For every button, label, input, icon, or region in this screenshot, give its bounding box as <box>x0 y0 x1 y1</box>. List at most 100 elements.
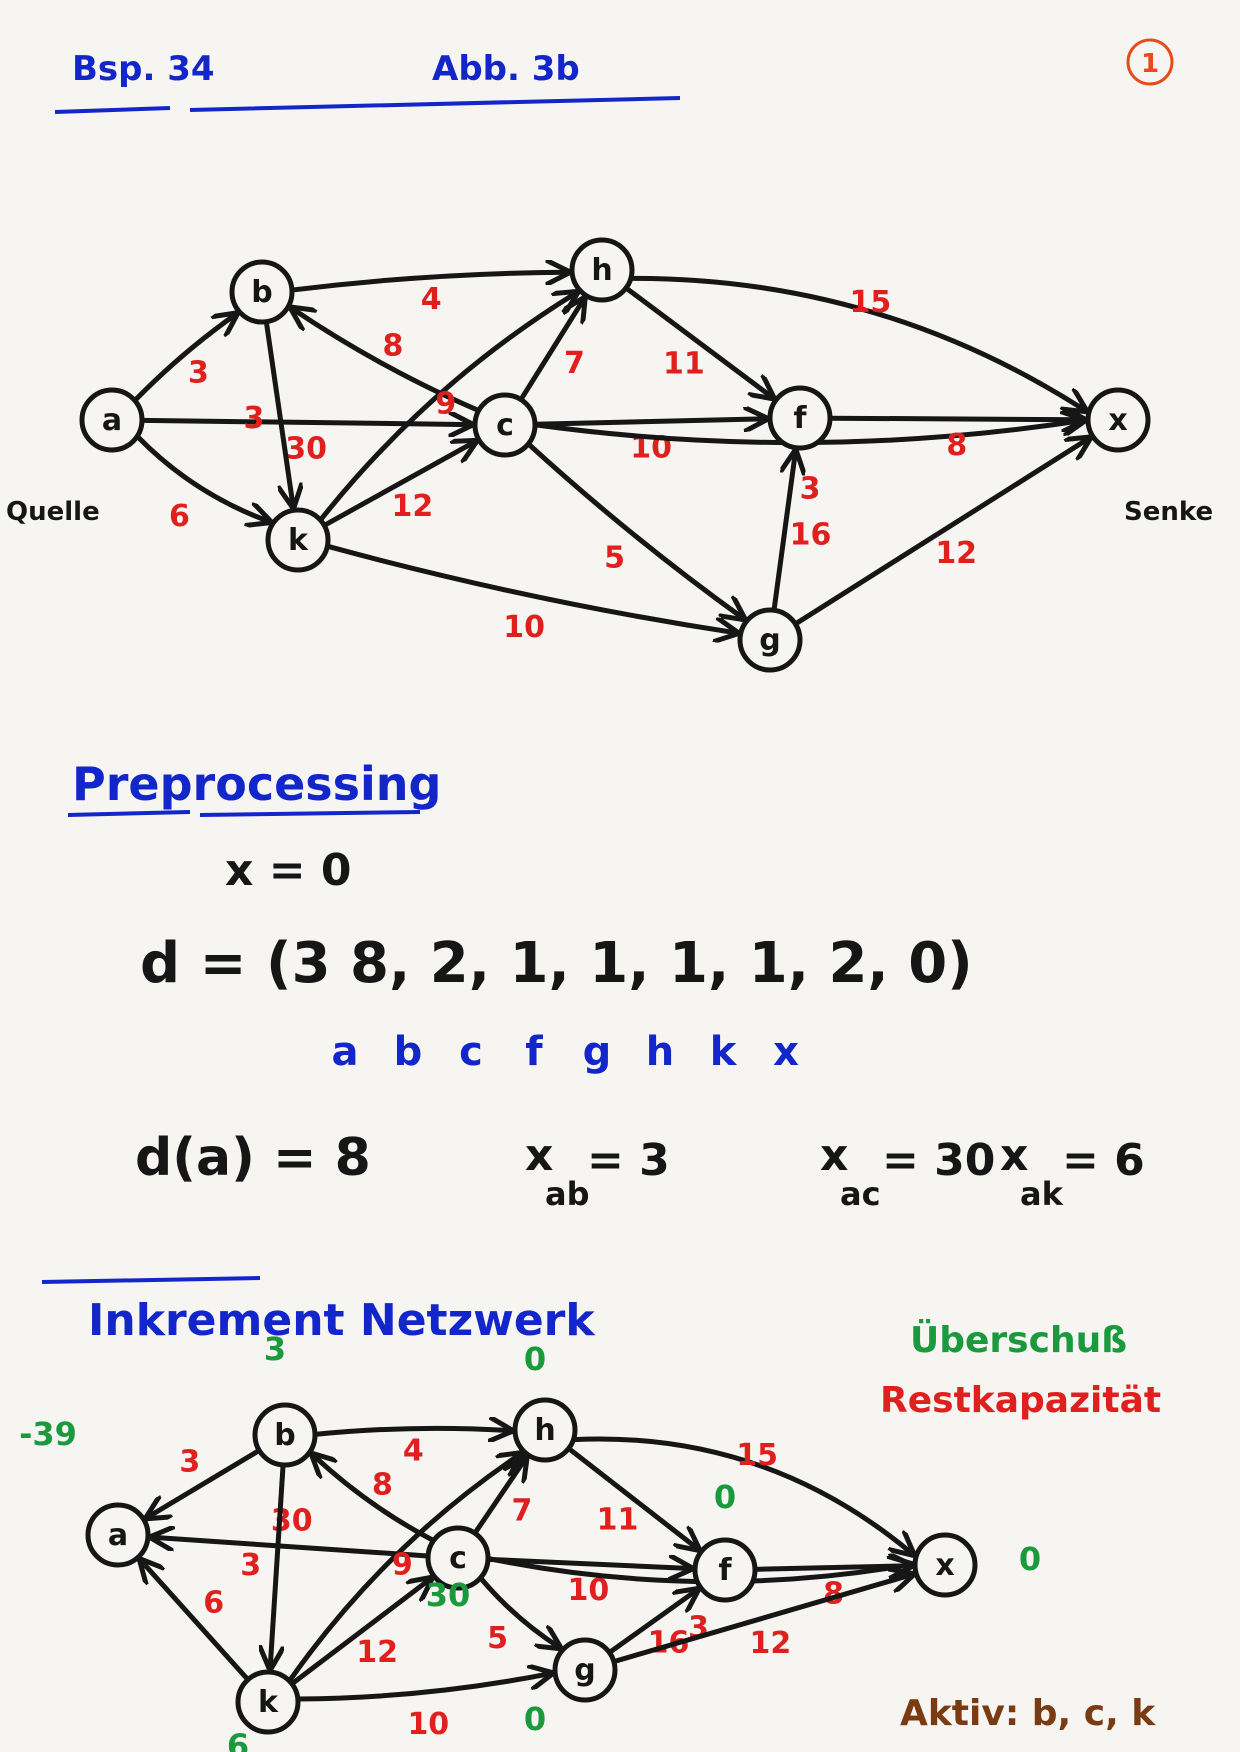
g2-node-x: x <box>935 1548 954 1583</box>
g2-edge-h-x <box>570 1436 912 1554</box>
excess-c: 30 <box>426 1576 471 1614</box>
g2-edge-k-c <box>289 1579 431 1687</box>
g1-node-g: g <box>759 623 780 658</box>
distance-label-b: b <box>394 1029 423 1075</box>
g2-capacity-b-a: 3 <box>179 1445 200 1480</box>
g2-node-g: g <box>574 1653 595 1688</box>
g2-capacity-b-h: 4 <box>403 1434 424 1469</box>
g1-edge-h-f <box>623 285 773 398</box>
source-distance: d(a) = 8 <box>135 1128 371 1188</box>
g2-node-b: b <box>274 1418 295 1453</box>
g1-edge-a-c <box>139 420 471 424</box>
distance-label-c: c <box>459 1029 483 1075</box>
g1-edge-k-h <box>317 293 576 523</box>
g1-edge-f-x <box>827 418 1084 420</box>
g1-edge-k-g <box>324 543 736 633</box>
excess-b: 3 <box>264 1330 286 1368</box>
g2-node-a: a <box>108 1518 128 1553</box>
g1-edge-c-f <box>532 419 766 424</box>
g1-capacity-g-x: 12 <box>935 536 977 571</box>
flow-sub-ak: ak <box>1020 1175 1064 1213</box>
g1-capacity-c-b: 8 <box>382 328 403 363</box>
g1-capacity-k-g: 10 <box>503 610 545 645</box>
distance-vector: d = (3 8, 2, 1, 1, 1, 1, 2, 0) <box>140 931 973 996</box>
g1-capacity-b-h: 4 <box>421 282 442 317</box>
g2-edge-k-h <box>286 1454 520 1684</box>
distance-label-g: g <box>583 1029 612 1075</box>
excess-g: 0 <box>524 1700 546 1738</box>
g2-capacity-h-x: 15 <box>736 1438 778 1473</box>
g1-capacity-h-x: 15 <box>849 285 891 320</box>
g2-capacity-f-x: 8 <box>823 1577 844 1612</box>
example-number: Bsp. 34 <box>72 49 215 89</box>
g2-capacity-c-h: 7 <box>511 1493 532 1528</box>
g1-edge-c-b <box>292 308 482 414</box>
g1-edge-k-c <box>321 442 475 528</box>
preprocessing-underline <box>67 810 421 817</box>
g1-node-x: x <box>1108 403 1127 438</box>
legend-excess: Überschuß <box>910 1319 1127 1361</box>
active-nodes: Aktiv: b, c, k <box>900 1693 1156 1734</box>
g2-node-a-circle <box>85 1502 151 1568</box>
g1-node-b-circle <box>229 259 295 325</box>
g1-capacity-c-h: 7 <box>564 346 585 381</box>
g1-capacity-a-k: 6 <box>169 499 190 534</box>
g2-capacity-b-k: 3 <box>240 1548 261 1583</box>
g1-edge-a-k <box>134 433 269 521</box>
g1-capacity-b-k: 3 <box>244 401 265 436</box>
g2-edge-c-f <box>485 1559 691 1568</box>
flow-var-ab: x <box>525 1130 553 1181</box>
distance-label-x: x <box>773 1029 799 1075</box>
g1-capacity-h-f: 11 <box>663 347 705 382</box>
legend-residual: Restkapazität <box>880 1380 1161 1421</box>
g1-capacity-a-b: 3 <box>188 356 209 391</box>
g1-node-a: a <box>102 403 122 438</box>
source-label: Quelle <box>6 497 100 527</box>
flow-sub-ac: ac <box>840 1175 881 1213</box>
g1-node-a-circle <box>79 387 145 453</box>
distance-label-a: a <box>332 1029 359 1075</box>
g2-capacity-k-a: 6 <box>203 1586 224 1621</box>
g2-capacity-k-c: 12 <box>356 1635 398 1670</box>
g2-node-h: h <box>534 1413 555 1448</box>
g2-node-b-circle <box>252 1402 318 1468</box>
g1-capacity-c-g: 5 <box>604 541 625 576</box>
flow-var-ac: x <box>820 1130 848 1181</box>
g2-edge-c-a <box>152 1537 431 1559</box>
g1-node-f: f <box>793 401 807 436</box>
g2-capacity-c-g: 5 <box>487 1621 508 1656</box>
g2-node-c-circle <box>425 1525 491 1591</box>
g2-edge-g-f <box>606 1590 697 1656</box>
g1-node-k: k <box>288 523 309 558</box>
g1-capacity-f-x: 8 <box>946 428 967 463</box>
initial-flow: x = 0 <box>225 845 352 896</box>
g1-edge-g-x <box>792 438 1089 627</box>
flow-value-ac: = 30 <box>882 1135 995 1186</box>
g2-node-g-circle <box>552 1637 618 1703</box>
g1-node-h-circle <box>569 237 635 303</box>
g1-node-c-circle <box>472 392 538 458</box>
distance-label-h: h <box>646 1029 674 1075</box>
g1-edge-h-x <box>628 275 1086 410</box>
g1-capacity-g-f: 16 <box>790 517 832 552</box>
g2-edge-h-f <box>566 1445 698 1549</box>
preprocessing-heading: Preprocessing <box>72 757 441 811</box>
flow-value-ak: = 6 <box>1062 1135 1145 1186</box>
g1-edge-c-g <box>525 441 743 619</box>
g1-node-b: b <box>251 275 272 310</box>
excess-k: 6 <box>227 1727 249 1752</box>
g2-edge-c-h <box>472 1458 526 1536</box>
g1-node-f-circle <box>767 385 833 451</box>
g1-capacity-a-c: 30 <box>285 431 327 466</box>
excess-h: 0 <box>524 1340 546 1378</box>
g2-capacity-h-f: 11 <box>597 1502 639 1537</box>
g2-edge-b-a <box>147 1447 262 1517</box>
g2-node-c: c <box>449 1541 467 1576</box>
g2-node-f: f <box>718 1553 732 1588</box>
g2-edge-b-k <box>270 1462 286 1668</box>
g1-node-k-circle <box>265 507 331 573</box>
g1-capacity-k-c: 12 <box>392 489 434 524</box>
